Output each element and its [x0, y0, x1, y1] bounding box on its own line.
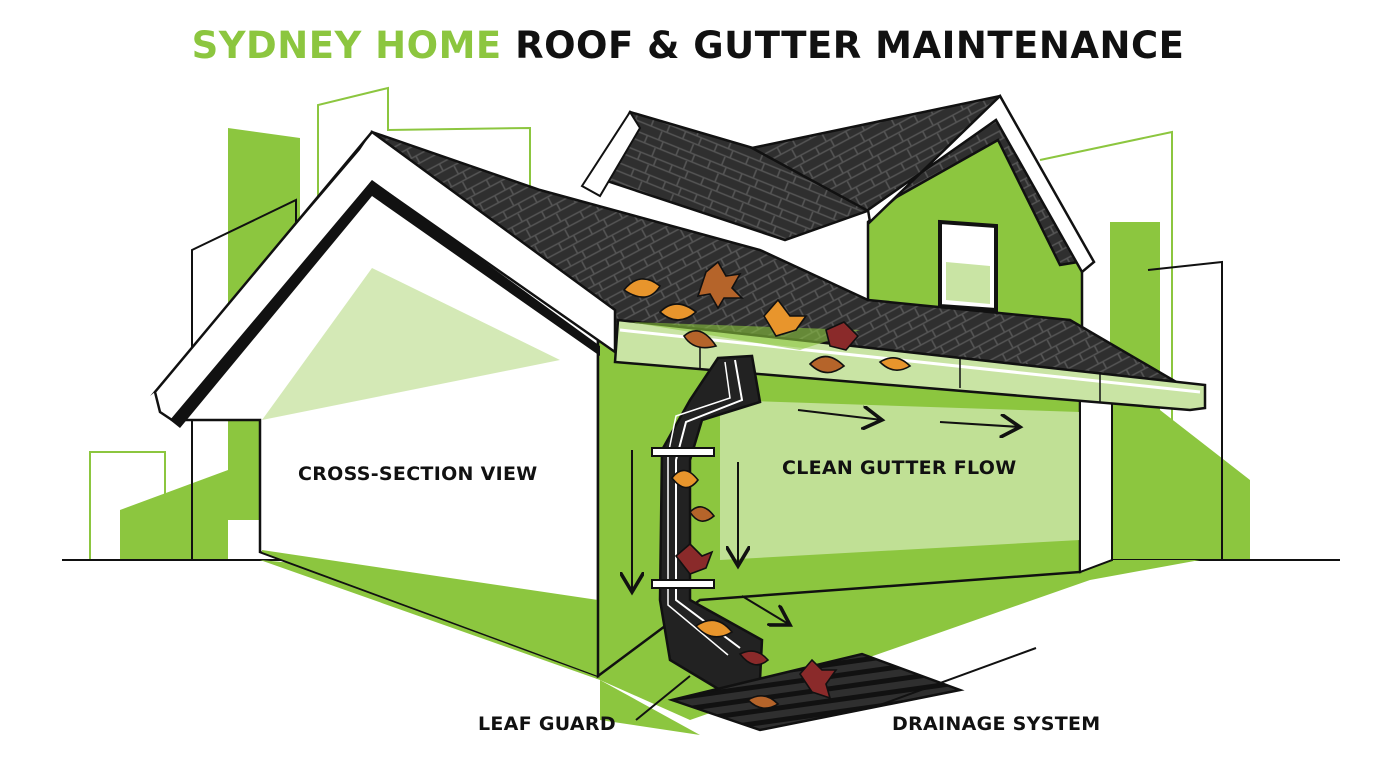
leaf-icon [694, 619, 734, 638]
leaves [622, 260, 912, 709]
arrow-right-icon [741, 595, 790, 625]
label-clean-gutter-flow: CLEAN GUTTER FLOW [782, 457, 1017, 479]
label-drainage-system: DRAINAGE SYSTEM [892, 713, 1101, 735]
leaf-icon [622, 278, 662, 298]
page-title: SYDNEY HOME ROOF & GUTTER MAINTENANCE [0, 22, 1376, 70]
label-cross-section: CROSS-SECTION VIEW [298, 463, 538, 485]
leaf-icon [763, 298, 808, 337]
title-main: ROOF & GUTTER MAINTENANCE [515, 24, 1185, 67]
leaf-icon [674, 542, 714, 575]
leaf-icon [658, 303, 698, 321]
drainage-leader [879, 647, 1037, 706]
leaf-icon [798, 658, 838, 700]
arrow-right-icon [939, 422, 1020, 427]
leaf-icon [825, 321, 860, 351]
title-accent: SYDNEY HOME [191, 24, 502, 67]
leaf-icon [682, 330, 718, 349]
arrow-right-icon [797, 410, 882, 420]
leaf-icon [808, 355, 846, 374]
leaf-icon [688, 506, 716, 522]
flow-arrows [632, 410, 1020, 625]
leaf-icon [670, 469, 700, 489]
leaf-icon [878, 357, 912, 371]
leaf-guard-leader [635, 675, 691, 721]
leaf-icon [696, 260, 744, 310]
leaf-icon [738, 650, 770, 666]
leaf-icon [746, 695, 780, 709]
label-leaf-guard: LEAF GUARD [478, 713, 616, 735]
